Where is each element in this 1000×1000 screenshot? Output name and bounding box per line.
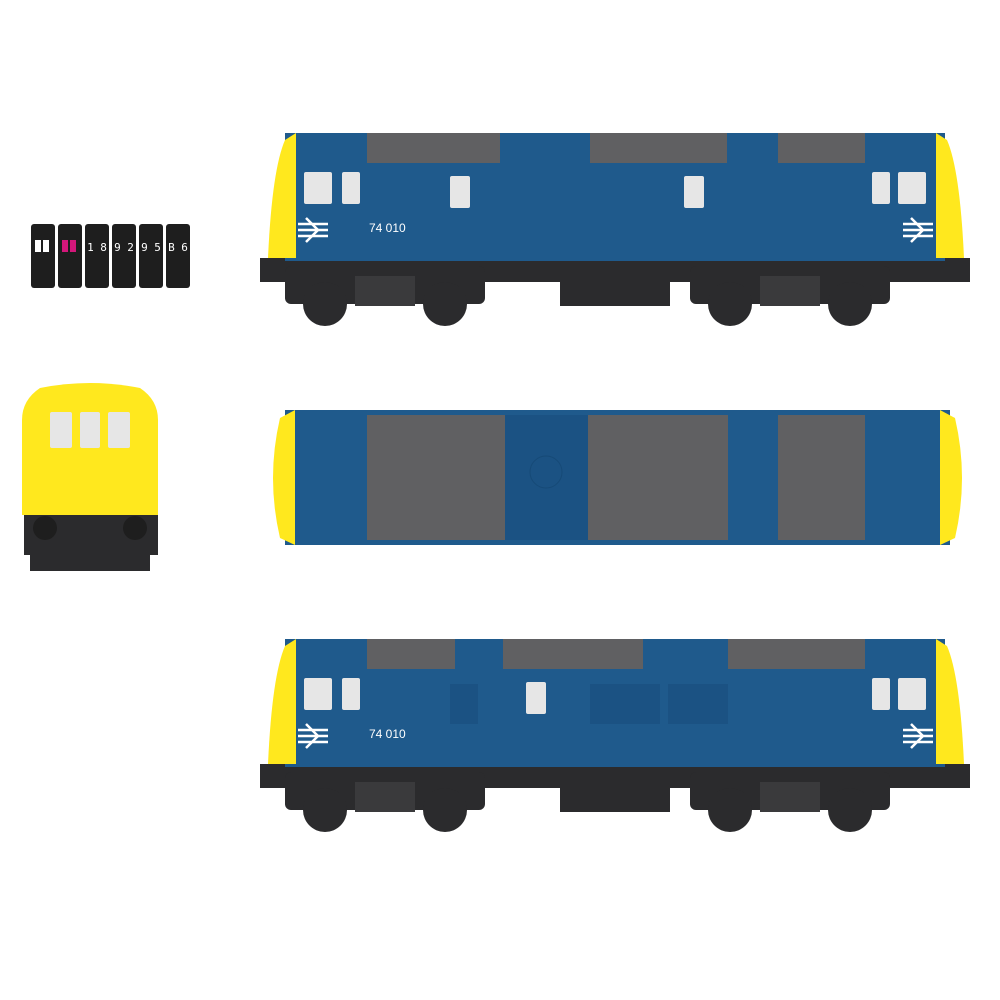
headcode-panel (166, 224, 190, 288)
side-view-1: 74 010 (260, 133, 970, 326)
windows (304, 172, 926, 208)
headcode-panel (58, 224, 82, 288)
headcode-digits: B 6 (168, 241, 188, 254)
centre-hatch (505, 415, 588, 540)
end-yellow-right (940, 410, 962, 545)
bogie-right (690, 266, 890, 326)
magenta-blinds-icon (62, 240, 68, 252)
headcode-digits: 9 2 (114, 241, 134, 254)
white-blinds-icon (35, 240, 41, 252)
headcode-panel (112, 224, 136, 288)
headcode-digits: 1 8 (87, 241, 107, 254)
bogie-left (285, 266, 485, 326)
headcode-panels: 1 8 9 2 9 5 B 6 (31, 224, 190, 288)
front-view (22, 383, 158, 571)
headcode-panel (85, 224, 109, 288)
side-view-2: 74 010 (260, 639, 970, 832)
magenta-blinds-icon (70, 240, 76, 252)
headcode-panel (139, 224, 163, 288)
roof-view (273, 410, 962, 545)
headcode-digits: 9 5 (141, 241, 161, 254)
running-number: 74 010 (369, 727, 406, 741)
roof-panels (367, 415, 865, 540)
cab-yellow-left (268, 133, 296, 258)
cab-windows (50, 412, 130, 448)
running-number: 74 010 (369, 221, 406, 235)
headcode-panel (31, 224, 55, 288)
white-blinds-icon (43, 240, 49, 252)
end-yellow-left (273, 410, 295, 545)
fuel-tank (560, 270, 670, 306)
cab-yellow-right (936, 133, 964, 258)
roof-panels (367, 133, 865, 163)
roof-fan (529, 455, 563, 489)
